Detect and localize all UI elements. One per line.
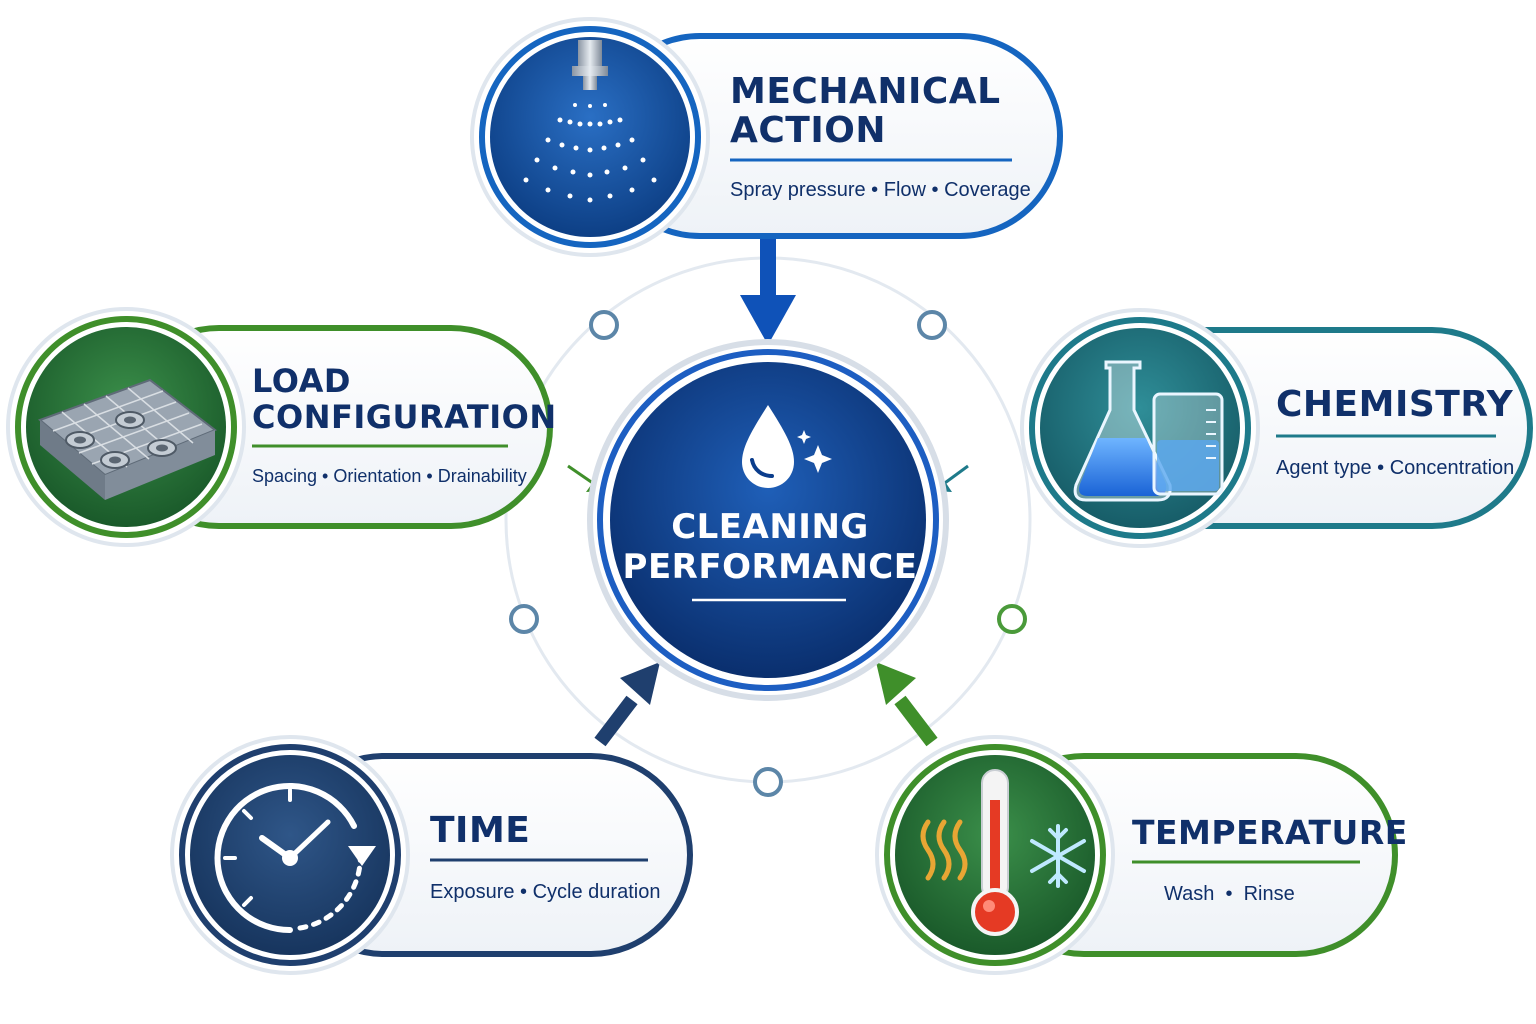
factor-subtitle: Agent type • Concentration — [1276, 457, 1514, 479]
clock-icon — [214, 783, 376, 934]
factor-subtitle: Spray pressure • Flow • Coverage — [730, 179, 1031, 201]
orbit-node — [509, 604, 539, 634]
arrow-time-to-center — [594, 662, 660, 747]
factor-subtitle: Wash • Rinse — [1164, 883, 1295, 905]
flask-beaker-icon — [1073, 360, 1224, 502]
orbit-node — [997, 604, 1027, 634]
factor-title-line1: LOAD — [252, 362, 351, 400]
arrow-temperature-to-center — [876, 662, 938, 747]
thermometer-snowflake-icon — [920, 769, 1086, 936]
arrow-mechanical-to-center — [740, 238, 796, 345]
factor-mechanical-action: MECHANICAL ACTION Spray pressure • Flow … — [470, 17, 1063, 257]
orbit-node — [589, 310, 619, 340]
water-drop-sparkle-icon — [742, 405, 832, 488]
factor-title-line1: CHEMISTRY — [1276, 384, 1514, 425]
connector-arrows — [567, 238, 969, 747]
orbit-node — [753, 767, 783, 797]
factor-title-line2: ACTION — [730, 110, 886, 151]
center-title-line1: CLEANING — [671, 507, 869, 547]
spray-nozzle-icon — [523, 40, 657, 203]
factor-title-line1: MECHANICAL — [730, 71, 1001, 112]
factor-title-line1: TEMPERATURE — [1132, 813, 1408, 852]
factor-title-line2: CONFIGURATION — [252, 398, 557, 436]
factor-subtitle: Exposure • Cycle duration — [430, 881, 660, 903]
factor-temperature: TEMPERATURE Wash • Rinse — [875, 735, 1408, 975]
center-title-line2: PERFORMANCE — [623, 547, 918, 587]
factor-chemistry: CHEMISTRY Agent type • Concentration — [1020, 308, 1533, 548]
load-basket-icon — [38, 378, 217, 500]
orbit-node — [917, 310, 947, 340]
factor-subtitle: Spacing • Orientation • Drainability — [252, 466, 527, 486]
factor-time: TIME Exposure • Cycle duration — [170, 735, 693, 975]
factor-title-line1: TIME — [430, 810, 530, 851]
factor-load-configuration: LOAD CONFIGURATION Spacing • Orientation… — [6, 307, 557, 547]
center-hub: CLEANING PERFORMANCE — [587, 339, 949, 701]
